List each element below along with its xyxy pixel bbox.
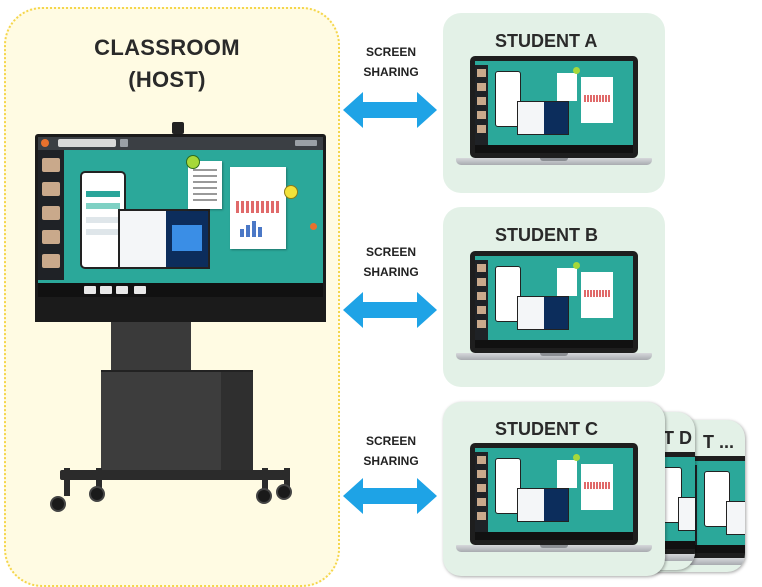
host-title: CLASSROOM (HOST) (62, 32, 272, 96)
taskbar-item (84, 286, 96, 294)
screen-sharing-line2: SHARING (363, 65, 419, 79)
screen-taskbar (636, 541, 695, 549)
display-screen (38, 137, 323, 297)
shared-document (557, 460, 577, 488)
stand-base (60, 470, 290, 480)
stand-column (111, 322, 191, 370)
host-title-line1: CLASSROOM (94, 35, 240, 60)
annotation-marker-icon (573, 454, 580, 461)
screen-taskbar (684, 545, 745, 553)
avatar (42, 230, 60, 244)
laptop-base (456, 545, 652, 552)
screen-sharing-line1: SCREEN (365, 45, 416, 59)
wheel-icon (276, 484, 292, 500)
student-title: STUDENT B (495, 225, 598, 245)
wheel-icon (50, 496, 66, 512)
student-laptop (456, 443, 652, 555)
laptop-base (665, 558, 745, 565)
stand-seam (101, 370, 253, 372)
shared-document (557, 268, 577, 296)
screen-sharing-label: SCREEN SHARING (348, 42, 434, 82)
app-logo-icon (41, 139, 49, 147)
student-title: T ... (703, 432, 734, 452)
display-bottom-bezel (35, 300, 326, 322)
screen-topbar (38, 137, 323, 150)
taskbar-item (116, 286, 128, 294)
shared-laptop-window (118, 209, 210, 269)
shared-chart-document (581, 77, 613, 123)
double-arrow-icon (343, 292, 437, 328)
taskbar-item (134, 286, 146, 294)
tab-icon (120, 139, 128, 147)
laptop-screen (475, 61, 633, 153)
screen-taskbar (475, 532, 633, 540)
student-title: STUDENT A (495, 31, 598, 51)
screen-sharing-label: SCREEN SHARING (348, 242, 434, 282)
avatar (42, 254, 60, 268)
double-arrow-icon (343, 478, 437, 514)
laptop-base (456, 158, 652, 165)
shared-chart-document (230, 167, 286, 249)
participant-sidebar (475, 65, 488, 145)
stand-leg (64, 468, 70, 496)
annotation-marker-icon (573, 262, 580, 269)
shared-phone-window (495, 71, 521, 127)
screen-sharing-line1: SCREEN (365, 245, 416, 259)
clock-readout (295, 140, 317, 146)
stand-leg (96, 468, 102, 496)
avatar (42, 182, 60, 196)
participant-sidebar (38, 150, 64, 280)
screen-taskbar (38, 283, 323, 297)
stand-cabinet-side (221, 370, 253, 472)
screen-sharing-line1: SCREEN (365, 434, 416, 448)
shared-phone-window (495, 266, 521, 322)
shared-document (188, 161, 222, 209)
screen-sharing-label: SCREEN SHARING (348, 431, 434, 471)
shared-document (557, 73, 577, 101)
student-title: T D (663, 428, 692, 448)
wheel-icon (256, 488, 272, 504)
taskbar-item (100, 286, 112, 294)
laptop-notch (540, 158, 568, 161)
shared-laptop-window (726, 501, 745, 535)
annotation-marker-icon (284, 185, 298, 199)
wheel-icon (89, 486, 105, 502)
screen-sharing-line2: SHARING (363, 454, 419, 468)
student-laptop (456, 56, 652, 168)
windows-logo-icon (172, 225, 202, 251)
shared-laptop-window (517, 296, 569, 330)
stand-leg (262, 468, 268, 496)
laptop-base (456, 353, 652, 360)
laptop-screen (475, 256, 633, 348)
participant-sidebar (475, 452, 488, 532)
screen-taskbar (475, 145, 633, 153)
double-arrow-icon (343, 92, 437, 128)
avatar (42, 206, 60, 220)
camera-icon (172, 122, 184, 134)
stand-leg (284, 468, 290, 496)
annotation-marker-icon (186, 155, 200, 169)
screen-sharing-line2: SHARING (363, 265, 419, 279)
annotation-marker-icon (573, 67, 580, 74)
shared-phone-window (495, 458, 521, 514)
shared-laptop-window (517, 101, 569, 135)
shared-phone-window (704, 471, 730, 527)
shared-chart-document (581, 272, 613, 318)
student-title: STUDENT C (495, 419, 598, 439)
laptop-screen (475, 448, 633, 540)
shared-laptop-window (517, 488, 569, 522)
shared-chart-document (581, 464, 613, 510)
laptop-notch (540, 545, 568, 548)
screen-taskbar (475, 340, 633, 348)
shared-laptop-window (678, 497, 695, 531)
student-laptop (456, 251, 652, 363)
participant-sidebar (475, 260, 488, 340)
url-bar (58, 139, 116, 147)
host-title-line2: (HOST) (128, 67, 206, 92)
laptop-notch (540, 353, 568, 356)
avatar (42, 158, 60, 172)
pointer-dot-icon (310, 223, 317, 230)
